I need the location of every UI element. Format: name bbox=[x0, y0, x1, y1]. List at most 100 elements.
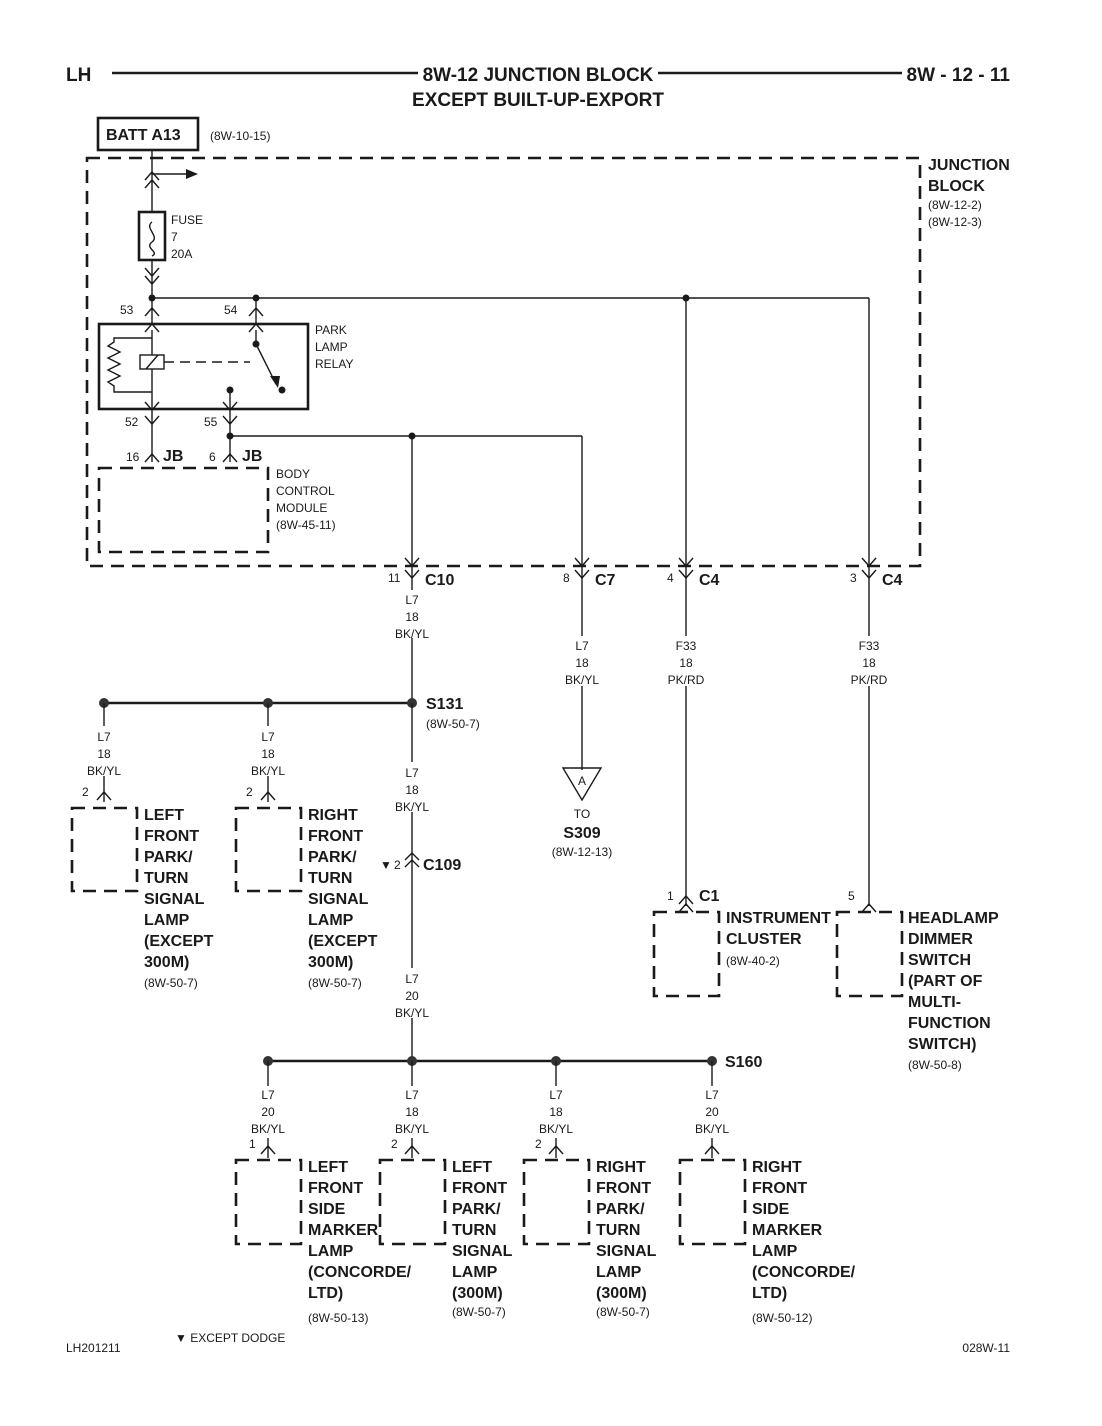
wire-label-s160-2: L7 18 BK/YL bbox=[394, 1086, 430, 1138]
svg-text:(PART OF: (PART OF bbox=[908, 973, 983, 990]
s309-ref: (8W-12-13) bbox=[552, 845, 612, 859]
c7-female bbox=[574, 569, 590, 580]
rf-park300-connector bbox=[548, 1144, 564, 1155]
svg-text:HEADLAMP: HEADLAMP bbox=[908, 910, 999, 927]
svg-text:SIGNAL: SIGNAL bbox=[144, 891, 205, 908]
rf-park-box bbox=[234, 806, 303, 893]
c4b-label: C4 bbox=[882, 572, 903, 589]
c109-pin: 2 bbox=[394, 858, 401, 872]
svg-text:BK/YL: BK/YL bbox=[565, 673, 599, 687]
fuse-out-connector bbox=[144, 267, 160, 286]
lf-park300-pin: 2 bbox=[391, 1137, 398, 1151]
svg-text:(8W-50-7): (8W-50-7) bbox=[452, 1305, 506, 1319]
c7-label: C7 bbox=[595, 572, 616, 589]
svg-text:300M): 300M) bbox=[144, 954, 189, 971]
svg-text:20: 20 bbox=[405, 989, 419, 1003]
batt-box bbox=[96, 116, 200, 152]
svg-text:SIDE: SIDE bbox=[308, 1201, 346, 1218]
svg-text:18: 18 bbox=[575, 656, 589, 670]
svg-text:BK/YL: BK/YL bbox=[395, 1006, 429, 1020]
footer-code-left: LH201211 bbox=[66, 1341, 121, 1355]
c10-label: C10 bbox=[425, 572, 454, 589]
svg-text:BK/YL: BK/YL bbox=[695, 1122, 729, 1136]
lf-side-label: LEFT FRONT SIDE MARKER LAMP (CONCORDE/ L… bbox=[308, 1159, 412, 1325]
relay-label-3: RELAY bbox=[315, 357, 353, 371]
fuse-symbol bbox=[137, 210, 167, 262]
jb-label-2: BLOCK bbox=[928, 178, 985, 195]
c4a-female bbox=[678, 569, 694, 580]
svg-text:RIGHT: RIGHT bbox=[596, 1159, 646, 1176]
c109-mark: ▼ bbox=[380, 858, 392, 872]
c4b-pin: 3 bbox=[850, 571, 857, 585]
relay-pin-55: 55 bbox=[204, 415, 218, 429]
svg-text:18: 18 bbox=[549, 1105, 563, 1119]
svg-text:L7: L7 bbox=[575, 639, 589, 653]
c109-male bbox=[404, 859, 420, 868]
svg-text:LEFT: LEFT bbox=[144, 807, 184, 824]
s160-label: S160 bbox=[725, 1054, 762, 1071]
c1-connector bbox=[678, 894, 694, 905]
svg-text:(300M): (300M) bbox=[596, 1285, 647, 1302]
rf-side-connector bbox=[704, 1144, 720, 1155]
svg-text:TURN: TURN bbox=[144, 870, 188, 887]
svg-text:FUNCTION: FUNCTION bbox=[908, 1015, 991, 1032]
svg-text:SIGNAL: SIGNAL bbox=[596, 1243, 657, 1260]
svg-text:DIMMER: DIMMER bbox=[908, 931, 973, 948]
cluster-connector bbox=[678, 902, 694, 913]
wire-label-s160-4: L7 20 BK/YL bbox=[694, 1086, 730, 1138]
svg-text:LEFT: LEFT bbox=[452, 1159, 492, 1176]
svg-text:L7: L7 bbox=[261, 1088, 275, 1102]
jb-label-1: JUNCTION bbox=[928, 157, 1010, 174]
svg-text:BK/YL: BK/YL bbox=[251, 764, 285, 778]
svg-text:LAMP: LAMP bbox=[144, 912, 190, 929]
svg-text:L7: L7 bbox=[405, 593, 419, 607]
svg-text:LAMP: LAMP bbox=[596, 1264, 642, 1281]
svg-text:(8W-50-7): (8W-50-7) bbox=[596, 1305, 650, 1319]
relay-53-connector bbox=[144, 306, 160, 317]
svg-text:MARKER: MARKER bbox=[752, 1222, 823, 1239]
svg-text:PARK/: PARK/ bbox=[452, 1201, 501, 1218]
svg-text:18: 18 bbox=[679, 656, 693, 670]
rf-park300-pin: 2 bbox=[535, 1137, 542, 1151]
svg-text:18: 18 bbox=[862, 656, 876, 670]
bcm-jb-label-2: JB bbox=[242, 448, 262, 465]
fuse-label: FUSE bbox=[171, 213, 203, 227]
s309-tag: A bbox=[578, 774, 586, 788]
svg-text:RIGHT: RIGHT bbox=[752, 1159, 802, 1176]
relay-54-connector bbox=[248, 306, 264, 317]
c4a-pin: 4 bbox=[667, 571, 674, 585]
fuse-rating: 20A bbox=[171, 247, 192, 261]
wire-label-c109-down: L7 20 BK/YL bbox=[395, 968, 429, 1020]
footnote: ▼ EXCEPT DODGE bbox=[175, 1331, 285, 1345]
svg-text:LAMP: LAMP bbox=[308, 1243, 354, 1260]
svg-text:FRONT: FRONT bbox=[452, 1180, 507, 1197]
wire-label-s160-1: L7 20 BK/YL bbox=[250, 1086, 286, 1138]
svg-text:20: 20 bbox=[705, 1105, 719, 1119]
svg-text:F33: F33 bbox=[859, 639, 880, 653]
relay-pin-52: 52 bbox=[125, 415, 139, 429]
svg-text:L7: L7 bbox=[97, 730, 111, 744]
bcm-label-2: CONTROL bbox=[276, 484, 335, 498]
svg-text:BK/YL: BK/YL bbox=[539, 1122, 573, 1136]
relay-box bbox=[97, 322, 310, 411]
svg-text:(8W-50-12): (8W-50-12) bbox=[752, 1311, 812, 1325]
dimmer-connector bbox=[861, 902, 877, 913]
s131-ref: (8W-50-7) bbox=[426, 717, 480, 731]
svg-text:(EXCEPT: (EXCEPT bbox=[144, 933, 214, 950]
lf-park300-connector bbox=[404, 1144, 420, 1155]
s309-triangle-icon bbox=[561, 767, 603, 802]
svg-text:18: 18 bbox=[261, 747, 275, 761]
c4b-male bbox=[861, 557, 877, 568]
relay-contact-terminal bbox=[278, 386, 286, 394]
svg-text:SWITCH): SWITCH) bbox=[908, 1036, 976, 1053]
lf-side-pin: 1 bbox=[249, 1137, 256, 1151]
svg-text:L7: L7 bbox=[261, 730, 275, 744]
relay-coil-slash bbox=[145, 354, 159, 370]
lf-park300-label: LEFT FRONT PARK/ TURN SIGNAL LAMP (300M)… bbox=[452, 1159, 513, 1319]
svg-text:(8W-50-7): (8W-50-7) bbox=[144, 976, 198, 990]
svg-text:18: 18 bbox=[405, 1105, 419, 1119]
svg-text:SIDE: SIDE bbox=[752, 1201, 790, 1218]
svg-text:SWITCH: SWITCH bbox=[908, 952, 971, 969]
relay-54-inner-connector bbox=[248, 322, 264, 333]
